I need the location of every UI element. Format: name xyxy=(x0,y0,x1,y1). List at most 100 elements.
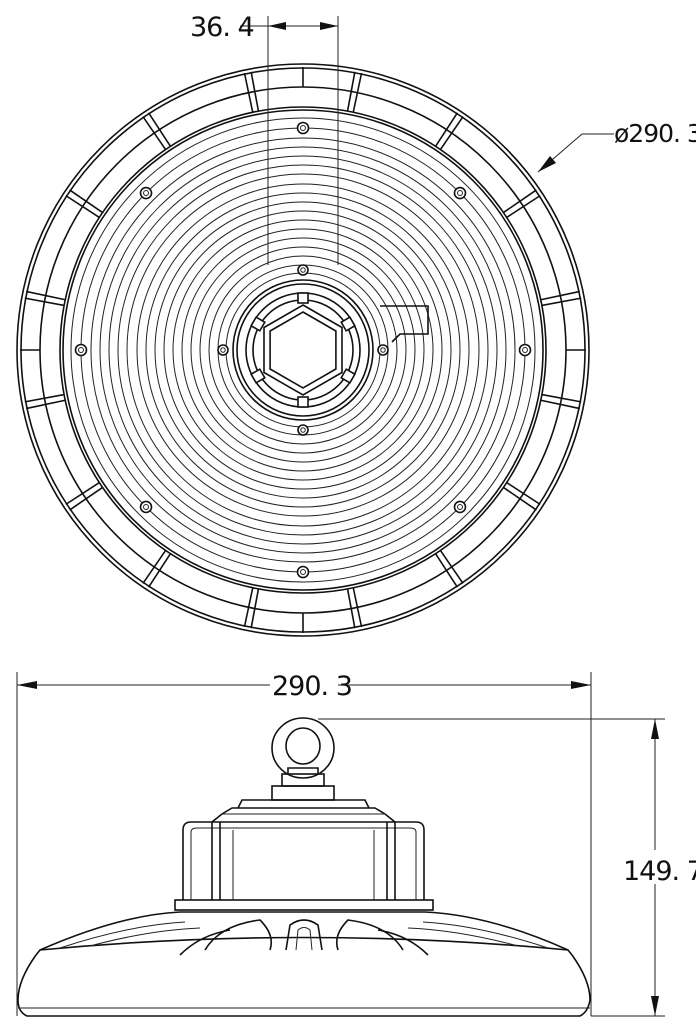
screw-center xyxy=(300,569,306,575)
mounting-plate xyxy=(174,899,434,911)
label-diameter: ø290. 3 xyxy=(614,119,696,148)
screw-center xyxy=(457,190,463,196)
screw xyxy=(518,343,532,357)
fin-line xyxy=(540,399,581,410)
screw xyxy=(377,344,389,356)
ring xyxy=(126,173,480,527)
ring xyxy=(199,246,407,454)
fin-line xyxy=(506,194,541,219)
label-overall-height: 149. 7 xyxy=(623,856,696,887)
center-hub xyxy=(232,279,374,421)
top-cap xyxy=(211,807,396,823)
fin-line xyxy=(25,290,66,301)
screw xyxy=(74,343,88,357)
ring xyxy=(154,201,452,499)
hub-tab xyxy=(340,368,356,384)
fin-line xyxy=(65,194,100,219)
fin-line xyxy=(541,393,582,403)
radial-fins xyxy=(20,67,586,633)
screw xyxy=(139,500,153,514)
fin-line xyxy=(439,116,464,151)
screw xyxy=(297,424,309,436)
screw xyxy=(453,500,467,514)
ring xyxy=(145,192,461,508)
screw xyxy=(296,565,310,579)
screw xyxy=(139,186,153,200)
dimension-diameter: ø290. 3 xyxy=(537,119,696,173)
hub-tab xyxy=(250,368,266,384)
housing-step xyxy=(70,117,536,583)
screw xyxy=(296,121,310,135)
fin-line xyxy=(439,549,464,584)
fin-line xyxy=(434,553,459,588)
label-hub-width: 36. 4 xyxy=(190,12,254,43)
screw-center xyxy=(522,347,528,353)
fin-line xyxy=(69,486,104,511)
dimension-overall-height: 149. 7 xyxy=(620,719,696,1016)
housing-edge xyxy=(59,106,547,594)
ring xyxy=(136,183,470,517)
screw-center xyxy=(143,504,149,510)
fin-line xyxy=(434,112,459,147)
ring xyxy=(163,210,443,490)
fin-line xyxy=(250,588,260,629)
eye-bolt xyxy=(271,717,335,801)
fin-line xyxy=(147,553,172,588)
ring xyxy=(181,228,425,472)
ring xyxy=(108,155,498,545)
hex-inner xyxy=(269,311,337,389)
screw-center xyxy=(300,427,306,433)
fin-line xyxy=(25,399,66,410)
driver-housing xyxy=(182,821,425,900)
housing-edge-inner xyxy=(62,109,544,591)
hub-tab xyxy=(340,316,356,332)
fin-line xyxy=(142,549,167,584)
mounting-screws xyxy=(74,121,532,579)
fin-line xyxy=(250,71,260,112)
fin-line xyxy=(352,587,363,628)
ring xyxy=(172,219,434,481)
ring xyxy=(117,164,489,536)
screw-center xyxy=(457,504,463,510)
fin-line xyxy=(346,588,356,629)
fin-line xyxy=(142,116,167,151)
screw xyxy=(297,264,309,276)
fin-line xyxy=(243,587,254,628)
screw-center xyxy=(300,125,306,131)
outer-rim xyxy=(16,63,590,637)
hub-tab xyxy=(297,396,309,408)
hub-tabs xyxy=(250,292,356,408)
hub-tab xyxy=(297,292,309,304)
screw-center xyxy=(143,190,149,196)
label-overall-width: 290. 3 xyxy=(272,671,352,702)
fin-line xyxy=(541,297,582,307)
dimension-hub-width: 36. 4 xyxy=(190,12,339,265)
screw-center xyxy=(220,347,226,353)
fin-line xyxy=(506,481,541,506)
fin-line xyxy=(352,72,363,113)
fin-line xyxy=(24,393,65,403)
cable-notch xyxy=(380,305,429,343)
fin-line xyxy=(24,297,65,307)
side-view: 290. 3 149. 7 xyxy=(16,671,696,1017)
fin-line xyxy=(502,486,537,511)
fin-line xyxy=(65,481,100,506)
screw xyxy=(453,186,467,200)
dimension-overall-width: 290. 3 xyxy=(17,671,591,702)
fin-line xyxy=(346,71,356,112)
fin-line xyxy=(243,72,254,113)
screw-center xyxy=(78,347,84,353)
fin-line xyxy=(147,112,172,147)
ring xyxy=(99,146,507,554)
screw-center xyxy=(380,347,386,353)
screw-center xyxy=(300,267,306,273)
top-view: 36. 4 ø290. 3 xyxy=(16,12,696,637)
fin-line xyxy=(502,189,537,214)
ring xyxy=(208,255,398,445)
fin-shroud xyxy=(39,911,569,951)
hex-outer xyxy=(263,304,343,396)
fin-line xyxy=(69,189,104,214)
ring xyxy=(90,137,516,563)
base-reflector xyxy=(17,936,591,1017)
